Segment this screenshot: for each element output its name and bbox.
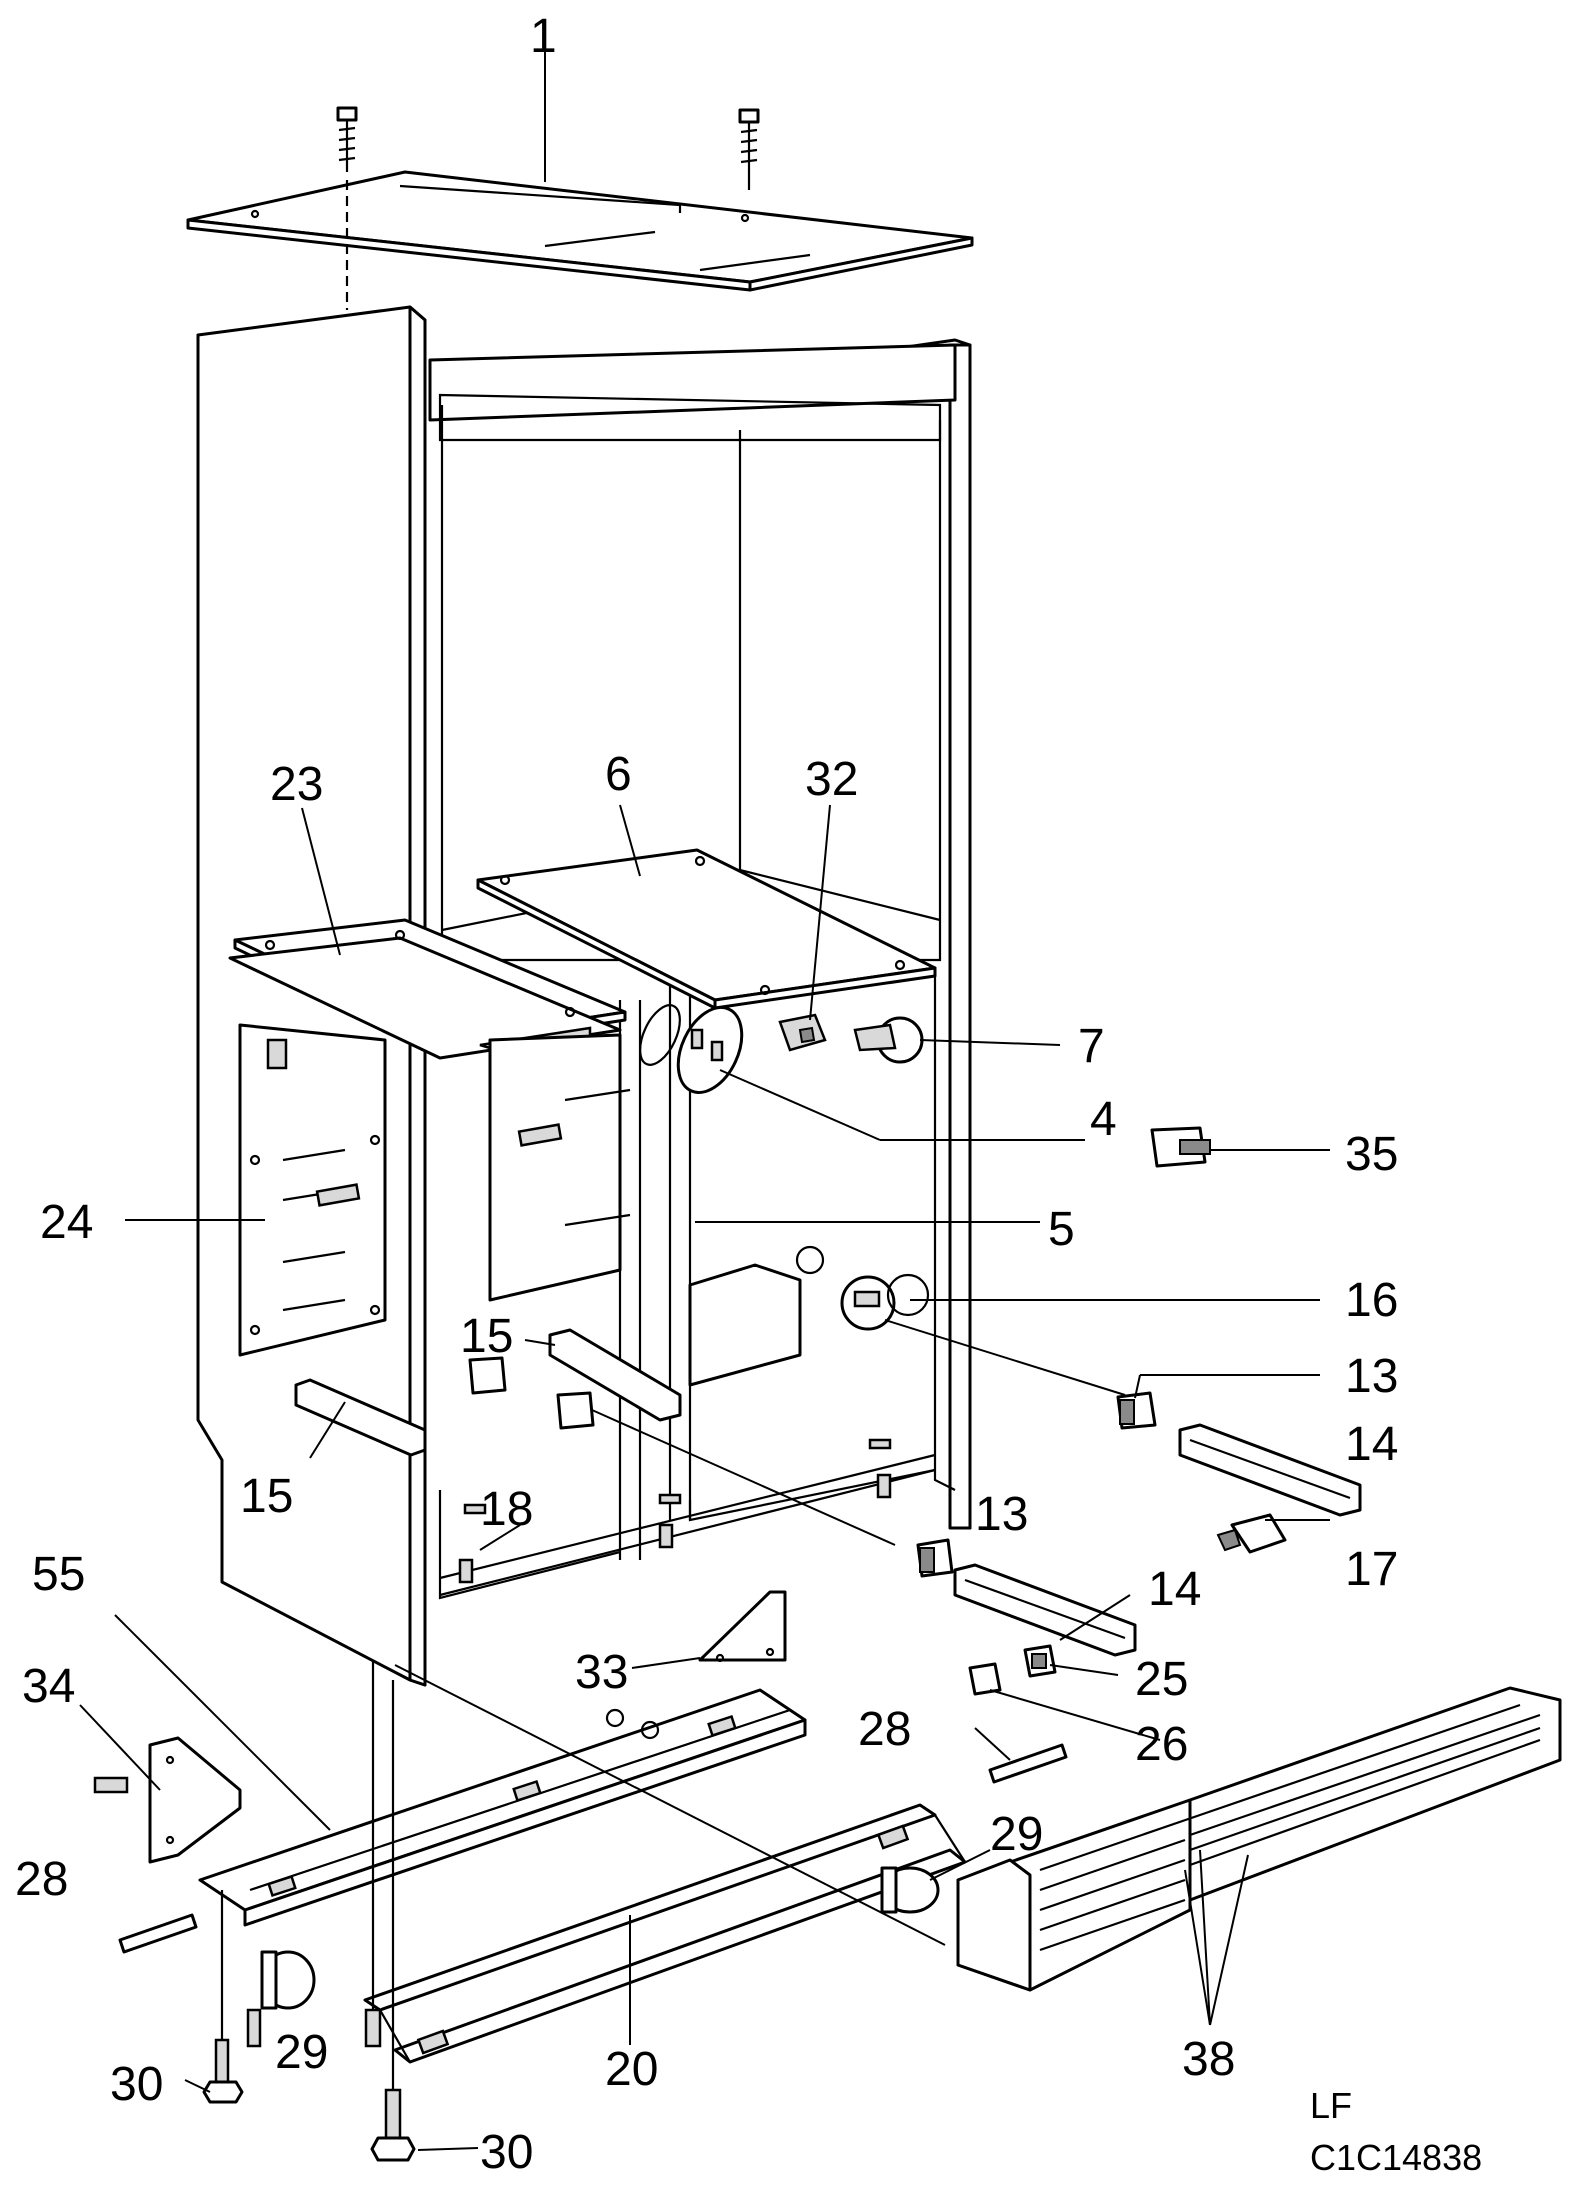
callout-14-right: 14 [1345,1418,1398,1471]
latch-4 [639,1004,744,1094]
cover-screw-left [336,106,358,310]
side-code: LF [1310,2085,1352,2126]
callout-17: 17 [1345,1543,1398,1596]
clip-17 [1216,1513,1287,1554]
pin-28-right [988,1743,1068,1784]
rail-14-right [1178,1423,1362,1517]
cap-26 [968,1662,1002,1696]
screw-column [246,1660,382,2048]
clip-35 [1150,1126,1211,1168]
callout-28-left: 28 [15,1853,68,1906]
callout-30-right: 30 [480,2126,533,2179]
grille-38 [956,1686,1562,1992]
foot-screws-cabinet [458,1438,892,1584]
callout-18: 18 [480,1483,533,1536]
callout-6: 6 [605,748,632,801]
bracket-32 [778,1013,827,1052]
knob-16 [795,1245,930,1331]
callout-34: 34 [22,1660,75,1713]
mounting-plate-5 [488,1033,631,1302]
bracket-34 [93,1736,242,1864]
rail-14-center [953,1563,1137,1657]
callout-7: 7 [1078,1020,1105,1073]
callout-13-right: 13 [1345,1350,1398,1403]
pin-28-left [118,1913,198,1954]
callout-38: 38 [1182,2033,1235,2086]
callout-32: 32 [805,753,858,806]
rail-15-lower [294,1378,427,1457]
callout-13-center: 13 [975,1488,1028,1541]
bracket-33 [698,1590,787,1663]
rail-20 [363,1803,967,2064]
callout-16: 16 [1345,1274,1398,1327]
callout-29-left: 29 [275,2026,328,2079]
callout-28-right: 28 [858,1703,911,1756]
callout-55: 55 [32,1548,85,1601]
callout-35: 35 [1345,1128,1398,1181]
callout-5: 5 [1048,1203,1075,1256]
bolt-30-left [202,1890,244,2104]
bolt-30-right [370,1680,416,2162]
clip-15-left [468,1356,595,1430]
clip-13-center [916,1538,954,1578]
knob-7 [853,1016,924,1064]
callout-14-center: 14 [1148,1563,1201,1616]
callout-23: 23 [270,758,323,811]
callout-1: 1 [530,10,557,63]
roller-29-right [880,1866,940,1914]
callout-29-right: 29 [990,1808,1043,1861]
top-cover-plate [186,170,974,292]
callout-15-upper: 15 [460,1310,513,1363]
mounting-plate-24 [238,1023,387,1357]
callout-33: 33 [575,1646,628,1699]
callout-15-lower: 15 [240,1470,293,1523]
rail-15-upper [548,1328,682,1422]
callout-20: 20 [605,2043,658,2096]
clip-13-right [1116,1391,1157,1430]
callout-25: 25 [1135,1653,1188,1706]
callout-26: 26 [1135,1718,1188,1771]
cover-screw-right [738,108,760,190]
callout-30-left: 30 [110,2058,163,2111]
drawing-code: C1C14838 [1310,2137,1482,2178]
base-plate-55 [198,1688,807,1927]
callout-4: 4 [1090,1093,1117,1146]
roller-29-left [260,1950,316,2010]
leader-lines [79,48,1330,2151]
clip-25 [1023,1644,1057,1678]
callout-24: 24 [40,1196,93,1249]
